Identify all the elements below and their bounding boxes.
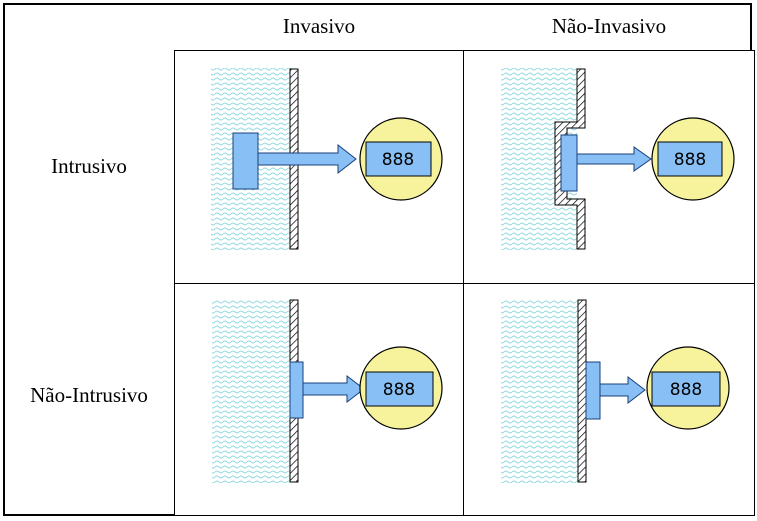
cell-nao-intrusivo-nao-invasivo: 888 xyxy=(463,283,755,516)
display-reading: 888 xyxy=(674,150,706,170)
display-reading: 888 xyxy=(670,380,702,400)
display-screen xyxy=(365,141,432,177)
signal-arrow-icon xyxy=(576,146,652,172)
cell-intrusivo-nao-invasivo: 888 xyxy=(463,50,755,284)
signal-arrow-icon xyxy=(599,375,646,405)
cell-intrusivo-invasivo: 888 xyxy=(174,50,464,284)
pipe-wall-with-recess-icon xyxy=(554,68,586,250)
cell-nao-intrusivo-invasivo: 888 xyxy=(174,283,464,516)
display-reading: 888 xyxy=(382,150,414,170)
column-header-invasivo: Invasivo xyxy=(282,14,356,38)
fluid-area xyxy=(212,300,291,483)
display-reading: 888 xyxy=(383,380,415,400)
column-header-nao-invasivo: Não-Invasivo xyxy=(551,14,667,38)
signal-arrow-icon xyxy=(257,143,357,175)
display-screen xyxy=(365,371,434,407)
sensor-probe-icon xyxy=(585,361,601,420)
row-header-intrusivo: Intrusivo xyxy=(51,154,127,178)
row-header-nao-intrusivo: Não-Intrusivo xyxy=(30,383,148,407)
sensor-probe-icon xyxy=(289,361,304,419)
display-screen xyxy=(657,141,723,177)
sensor-probe-icon xyxy=(232,132,259,190)
display-screen xyxy=(651,371,721,407)
fluid-area xyxy=(501,300,578,483)
sensor-probe-icon xyxy=(560,134,578,192)
pipe-wall-icon xyxy=(577,299,587,483)
signal-arrow-icon xyxy=(302,374,365,404)
